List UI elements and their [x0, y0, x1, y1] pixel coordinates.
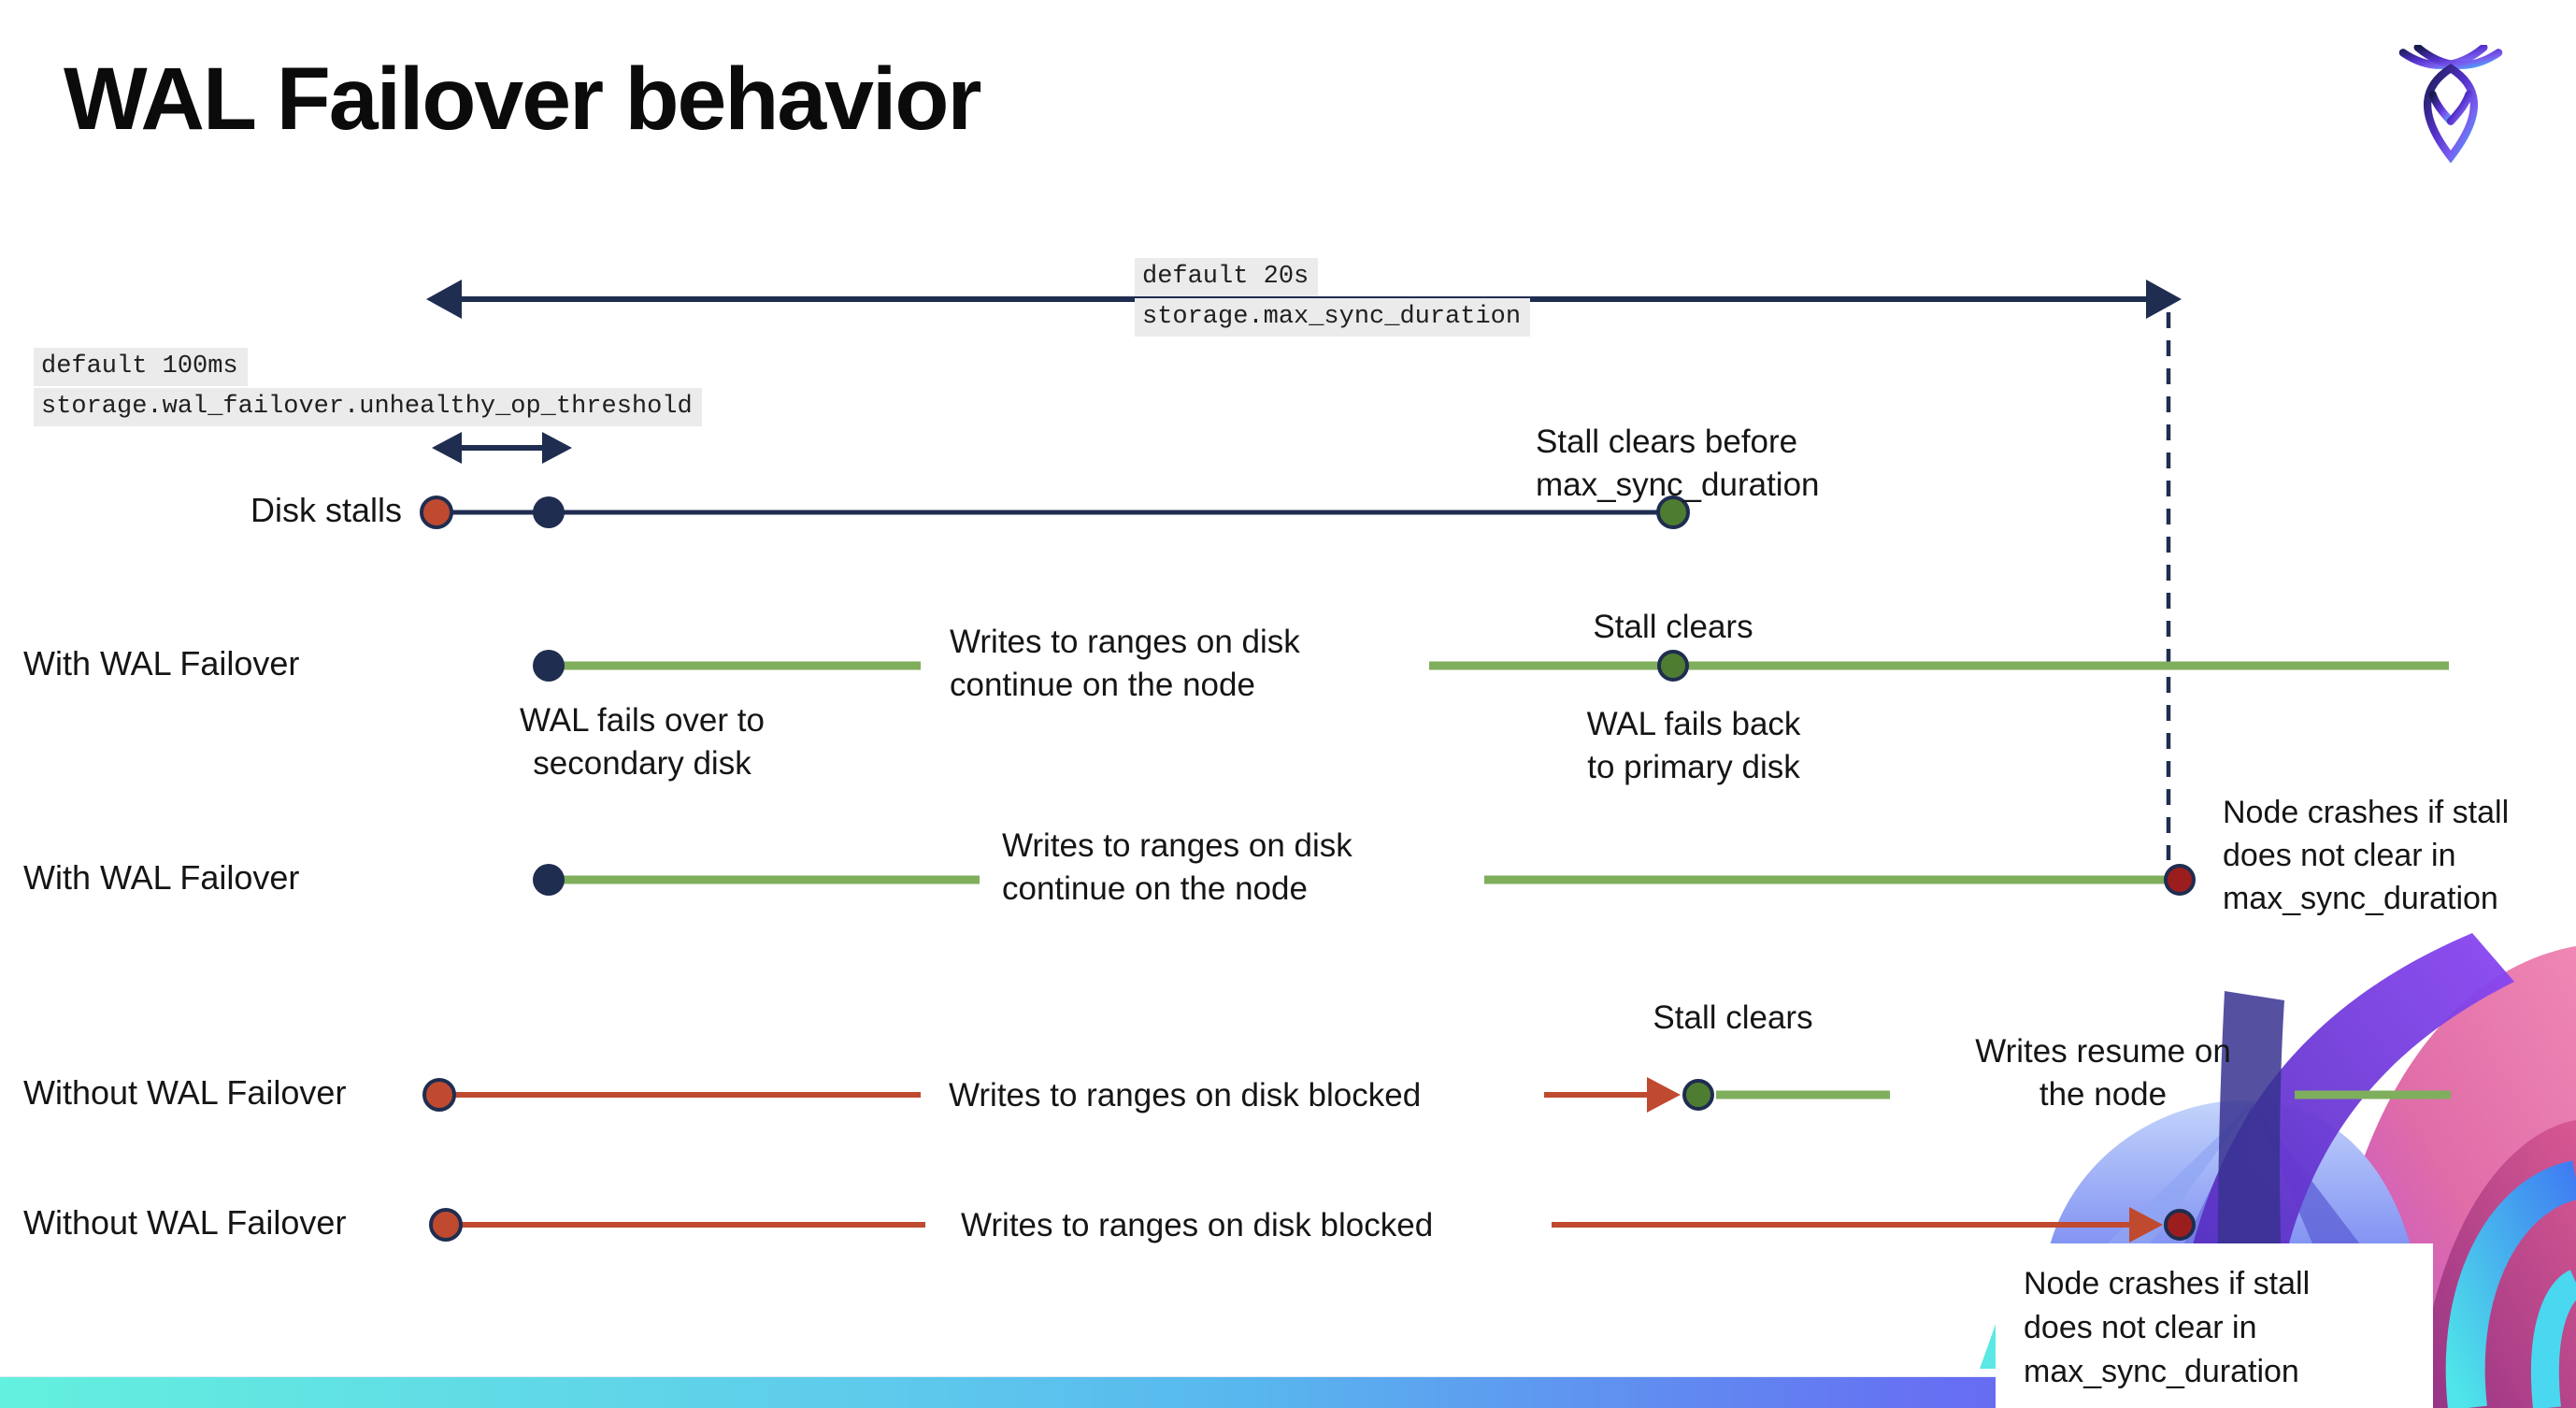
note-writes-continue: Writes to ranges on disk continue on the…	[1002, 827, 1352, 907]
stall-start-dot	[420, 496, 453, 529]
threshold-dot	[533, 496, 565, 528]
arrowhead-right-icon	[2129, 1207, 2163, 1243]
setting-default-value: default 100ms	[34, 348, 248, 386]
artwork-cyan-leg	[2445, 1160, 2576, 1408]
node-crash-dot	[2164, 864, 2196, 896]
max-sync-duration-setting: default 20s storage.max_sync_duration	[1135, 258, 1531, 338]
node-crash-dot	[2164, 1209, 2196, 1241]
note-node-crashes: Node crashes if stall does not clear in …	[2223, 795, 2510, 916]
failover-dot	[533, 650, 565, 682]
failover-dot	[533, 864, 565, 896]
arrowhead-right-icon	[1647, 1077, 1681, 1113]
row-label-with-wal-failover: With WAL Failover	[23, 644, 300, 682]
stall-start-dot	[429, 1208, 463, 1242]
unhealthy-op-threshold-setting: default 100ms storage.wal_failover.unhea…	[34, 348, 702, 428]
note-writes-blocked: Writes to ranges on disk blocked	[961, 1207, 1434, 1243]
setting-name: storage.max_sync_duration	[1135, 298, 1531, 337]
row-label-disk-stalls: Disk stalls	[250, 491, 402, 529]
note-wal-fails-back: WAL fails back to primary disk	[1586, 706, 1801, 785]
stall-start-dot	[422, 1078, 456, 1112]
row-label-without-wal-failover: Without WAL Failover	[23, 1203, 347, 1242]
row-label-with-wal-failover: With WAL Failover	[23, 858, 300, 897]
setting-name: storage.wal_failover.unhealthy_op_thresh…	[34, 388, 702, 426]
note-stall-clears: Stall clears	[1653, 999, 1813, 1036]
note-stall-clears: Stall clears	[1593, 609, 1753, 645]
note-stall-clears-before: Stall clears before max_sync_duration	[1536, 424, 1820, 503]
note-writes-resume: Writes resume on the node	[1975, 1033, 2231, 1113]
node-crash-note-box: Node crashes if stall does not clear in …	[1996, 1243, 2433, 1408]
arrowhead-right-icon	[2146, 280, 2182, 319]
note-writes-blocked: Writes to ranges on disk blocked	[949, 1077, 1422, 1113]
arrowhead-right-icon	[542, 432, 572, 464]
note-wal-fails-over: WAL fails over to secondary disk	[520, 702, 765, 782]
artwork-cyan-leg	[2530, 1270, 2576, 1408]
stall-clears-dot	[1656, 496, 1690, 529]
arrowhead-left-icon	[426, 280, 462, 319]
row-label-without-wal-failover: Without WAL Failover	[23, 1073, 347, 1112]
cockroachdb-logo-icon	[2398, 45, 2503, 164]
arrowhead-left-icon	[432, 432, 462, 464]
stall-clears-dot	[1682, 1079, 1714, 1111]
note-node-crashes: Node crashes if stall does not clear in …	[2024, 1266, 2311, 1389]
page-title: WAL Failover behavior	[64, 50, 981, 149]
setting-default-value: default 20s	[1135, 258, 1319, 296]
stall-clears-dot	[1657, 650, 1689, 682]
note-writes-continue: Writes to ranges on disk continue on the…	[950, 624, 1300, 703]
